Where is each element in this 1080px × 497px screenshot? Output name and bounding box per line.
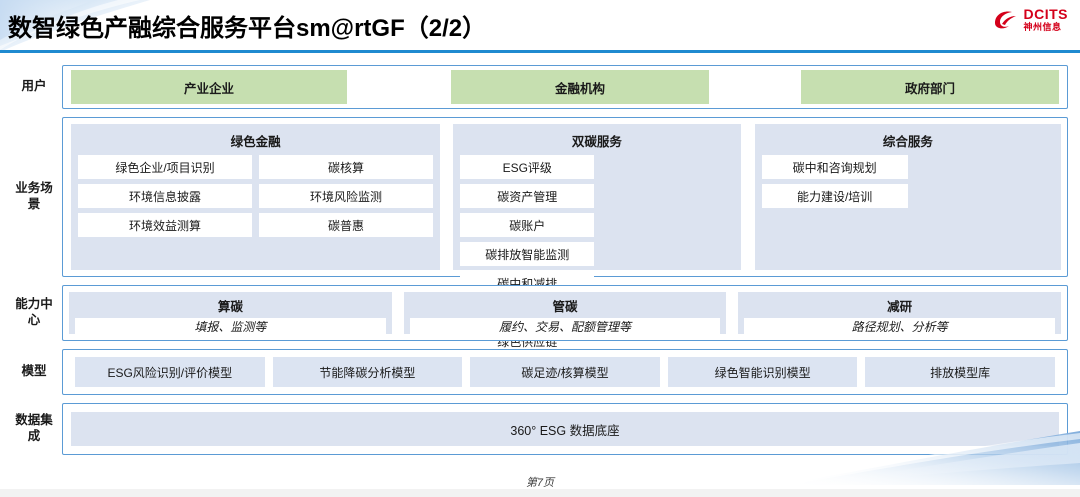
panel-title-green-finance: 绿色金融 [230,135,281,149]
slide-header: 数智绿色产融综合服务平台sm@rtGF（2/2） DCITS 神州信息 [0,0,1080,53]
capability-body[interactable]: 路径规划、分析等 [744,318,1056,335]
user-box-government[interactable]: 政府部门 [801,70,1059,104]
chip-item[interactable]: 环境效益测算 [78,213,252,237]
capability-title: 减研 [887,300,913,314]
panel-integrated-service: 综合服务 碳中和咨询规划 能力建设/培训 [754,124,1061,270]
model-box[interactable]: 碳足迹/核算模型 [470,357,660,387]
chip-item[interactable]: 环境信息披露 [78,184,252,208]
row-user: 产业企业 金融机构 政府部门 [62,65,1068,109]
capability-panel-reduce-research: 减研 路径规划、分析等 [738,292,1062,335]
bottom-strip [0,489,1080,497]
capability-title: 管碳 [552,300,578,314]
panel-title-integrated-service: 综合服务 [882,135,933,149]
chip-item[interactable]: 碳资产管理 [460,184,595,208]
capability-panel-manage-carbon: 管碳 履约、交易、配额管理等 [403,292,727,335]
chip-item[interactable]: 碳排放智能监测 [460,242,595,266]
capability-body[interactable]: 填报、监测等 [75,318,386,335]
dcits-swirl-icon [994,10,1016,28]
row-label-model: 模型 [21,364,47,379]
model-box[interactable]: ESG风险识别/评价模型 [75,357,265,387]
capability-title: 算碳 [217,300,243,314]
chip-item[interactable]: 环境风险监测 [259,184,433,208]
chip-item[interactable]: 碳核算 [259,155,433,179]
chip-item[interactable]: 碳账户 [460,213,595,237]
row-label-scenario: 业务场景 [15,181,53,211]
row-label-data: 数据集成 [15,413,53,443]
architecture-diagram: 用户 产业企业 金融机构 政府部门 业务场景 绿色金融 绿色企业/项目识别 碳核… [0,57,1080,472]
logo-text-cn: 神州信息 [1023,22,1062,32]
user-box-industry[interactable]: 产业企业 [71,70,347,104]
chip-item[interactable]: ESG评级 [460,155,595,179]
model-box[interactable]: 绿色智能识别模型 [667,357,858,387]
model-box[interactable]: 节能降碳分析模型 [272,357,463,387]
model-box[interactable]: 排放模型库 [865,357,1055,387]
chip-group-integrated-service: 碳中和咨询规划 能力建设/培训 [761,155,1054,208]
chip-group-green-finance: 绿色企业/项目识别 碳核算 环境信息披露 环境风险监测 环境效益测算 碳普惠 [78,155,433,237]
row-data: 360° ESG 数据底座 [62,403,1068,455]
logo-text-en: DCITS [1023,6,1068,22]
row-label-user: 用户 [21,79,47,94]
row-capability: 算碳 填报、监测等 管碳 履约、交易、配额管理等 减研 路径规划、分析等 [62,285,1068,341]
title-divider [0,50,1080,53]
page-title: 数智绿色产融综合服务平台sm@rtGF（2/2） [8,15,487,42]
chip-item[interactable]: 绿色企业/项目识别 [78,155,252,179]
page-footer: 第7页 [525,477,555,489]
row-label-capability: 能力中心 [15,297,53,327]
user-box-finance[interactable]: 金融机构 [451,70,709,104]
panel-dual-carbon: 双碳服务 ESG评级 碳资产管理 碳账户 碳排放智能监测 碳中和减排 产品碳足迹… [453,124,741,353]
brand-logo: DCITS 神州信息 [993,7,1069,32]
row-model: ESG风险识别/评价模型 节能降碳分析模型 碳足迹/核算模型 绿色智能识别模型 … [62,349,1068,395]
data-foundation-box[interactable]: 360° ESG 数据底座 [71,412,1059,446]
panel-title-dual-carbon: 双碳服务 [571,135,622,149]
capability-body[interactable]: 履约、交易、配额管理等 [409,318,721,335]
chip-item[interactable]: 碳中和咨询规划 [761,155,908,179]
capability-panel-calc-carbon: 算碳 填报、监测等 [69,292,392,335]
row-scenario: 绿色金融 绿色企业/项目识别 碳核算 环境信息披露 环境风险监测 环境效益测算 … [62,117,1068,353]
panel-green-finance: 绿色金融 绿色企业/项目识别 碳核算 环境信息披露 环境风险监测 环境效益测算 … [71,124,441,270]
chip-item[interactable]: 碳普惠 [259,213,433,237]
chip-item[interactable]: 能力建设/培训 [761,184,908,208]
